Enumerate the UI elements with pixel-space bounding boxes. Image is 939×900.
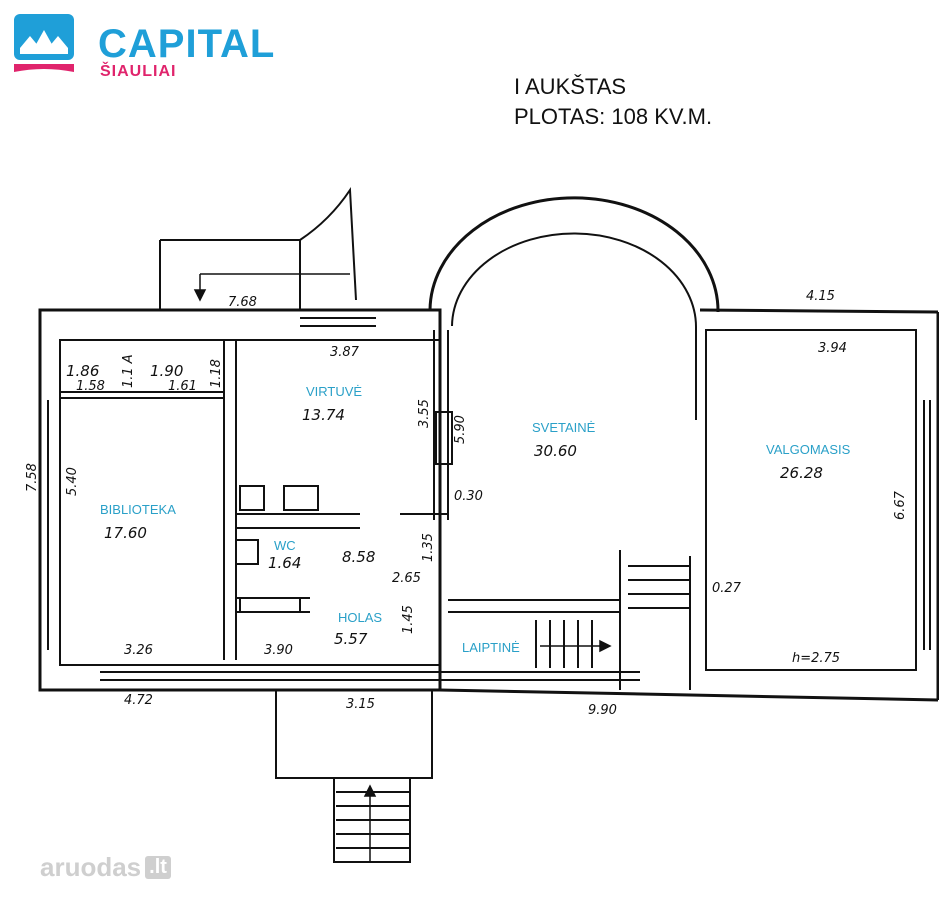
capital-logo: CAPITAL ŠIAULIAI <box>14 14 284 80</box>
dim-118: 1.18 <box>209 359 224 388</box>
dim-135: 1.35 <box>421 533 436 562</box>
dim-326: 3.26 <box>124 643 153 658</box>
dim-590: 5.90 <box>453 415 468 444</box>
room-area-holas: 5.57 <box>334 630 368 648</box>
room-label-laiptine: LAIPTINĖ <box>462 640 520 655</box>
dim-265: 2.65 <box>392 571 421 586</box>
dim-415: 4.15 <box>806 289 835 304</box>
watermark-suffix: .lt <box>145 856 171 879</box>
dim-030: 0.30 <box>454 489 483 504</box>
room-area-sandeliukas1: 1.86 <box>66 362 99 380</box>
plan-walls <box>38 186 939 863</box>
room-label-biblioteka: BIBLIOTEKA <box>100 502 176 517</box>
brand-name: CAPITAL <box>98 22 276 66</box>
room-area-sandeliukas2: 1.90 <box>150 362 183 380</box>
dim-390: 3.90 <box>264 643 293 658</box>
dim-540: 5.40 <box>65 467 80 496</box>
dim-145: 1.45 <box>401 605 416 634</box>
floor-area: PLOTAS: 108 KV.M. <box>514 104 713 129</box>
dim-768: 7.68 <box>228 295 257 310</box>
room-area-virtuve: 13.74 <box>302 406 345 424</box>
plan-arrows <box>193 273 612 862</box>
room-label-wc: WC <box>274 538 296 553</box>
room-label-holas: HOLAS <box>338 610 382 625</box>
dim-11a: 1.1 A <box>121 354 136 388</box>
room-label-virtuve: VIRTUVĖ <box>306 384 362 399</box>
dim-h: h=2.75 <box>792 651 840 666</box>
dim-990: 9.90 <box>588 703 617 718</box>
dim-667: 6.67 <box>893 490 908 520</box>
floor-title: I AUKŠTAS PLOTAS: 108 KV.M. <box>514 72 712 132</box>
room-label-svetaine: SVETAINĖ <box>532 420 596 435</box>
dim-027: 0.27 <box>712 581 742 596</box>
room-area-wc: 1.64 <box>268 554 301 572</box>
dim-758: 7.58 <box>25 463 40 492</box>
dim-472: 4.72 <box>124 693 153 708</box>
house-logo-icon <box>14 14 74 72</box>
brand-city: ŠIAULIAI <box>100 63 177 80</box>
dim-158: 1.58 <box>76 379 105 394</box>
aruodas-watermark: aruodas.lt <box>40 852 171 883</box>
room-label-valgomasis: VALGOMASIS <box>766 442 851 457</box>
dim-394: 3.94 <box>818 341 847 356</box>
dim-315: 3.15 <box>346 697 375 712</box>
room-area-valgomasis: 26.28 <box>780 464 823 482</box>
dim-387: 3.87 <box>330 345 360 360</box>
watermark-text: aruodas <box>40 852 142 882</box>
floor-name: I AUKŠTAS <box>514 74 627 99</box>
room-area-biblioteka: 17.60 <box>104 524 147 542</box>
dim-355: 3.55 <box>417 399 432 428</box>
room-area-svetaine: 30.60 <box>534 442 577 460</box>
dim-161: 1.61 <box>168 379 197 394</box>
room-area-koridorius: 8.58 <box>342 548 375 566</box>
